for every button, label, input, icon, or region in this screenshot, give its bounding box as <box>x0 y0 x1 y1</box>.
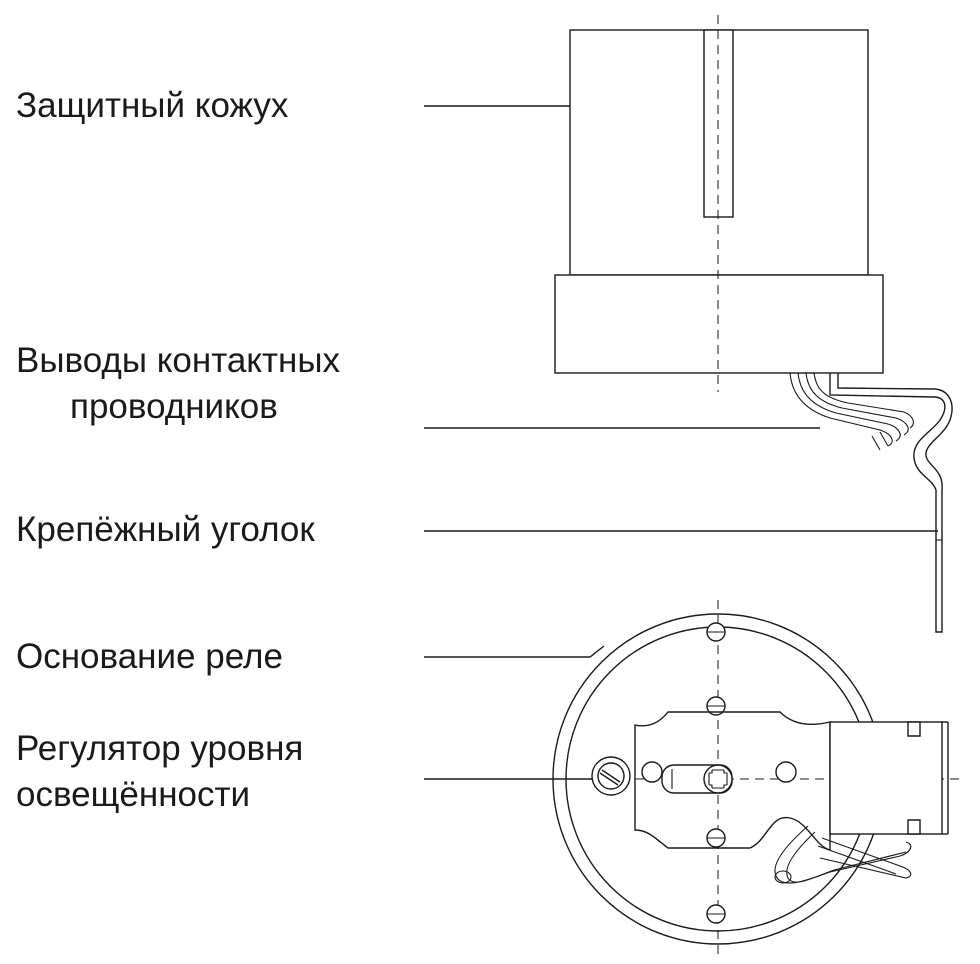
leader-lines <box>424 105 938 780</box>
light-level-regulator <box>591 756 631 796</box>
label-bracket: Крепёжный уголок <box>16 510 315 549</box>
label-wires-line1: Выводы контактных <box>16 341 341 380</box>
inner-housing <box>634 711 831 851</box>
center-screw <box>703 764 733 794</box>
gland-body <box>829 721 943 835</box>
protective-cover <box>554 15 884 392</box>
label-regulator-line2: освещённости <box>16 775 250 814</box>
label-wires-line2: проводников <box>70 387 278 426</box>
label-shield: Защитный кожух <box>16 86 289 125</box>
base-wires <box>774 825 912 884</box>
relay-base <box>552 600 965 958</box>
small-hole-left <box>641 761 663 783</box>
label-base: Основание реле <box>16 637 283 676</box>
leader-base <box>424 645 605 658</box>
small-hole-right <box>775 761 797 783</box>
cable-gland <box>829 721 949 835</box>
label-regulator-line1: Регулятор уровня <box>16 729 303 768</box>
mounting-bracket <box>829 373 953 633</box>
contact-wires <box>789 372 914 451</box>
cover-base-ring <box>554 274 884 374</box>
